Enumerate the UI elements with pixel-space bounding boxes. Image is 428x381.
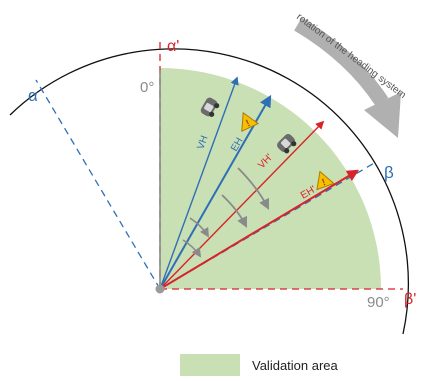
warning-icon: !	[316, 170, 335, 191]
svg-text:!: !	[244, 118, 252, 129]
eh-prime-vector	[159, 169, 360, 290]
eh-vector	[159, 94, 272, 290]
rotation-arc-inner-2	[182, 239, 202, 258]
alpha-prime-label: α'	[167, 38, 179, 55]
legend-label: Validation area	[252, 358, 339, 373]
car-icon	[200, 97, 220, 117]
vh-vector	[159, 76, 239, 290]
car-icon	[277, 134, 297, 154]
rotation-label: rotation of the heading system	[294, 12, 408, 101]
rotation-arc-inner-1	[189, 217, 209, 238]
zero-degree-label: 0°	[140, 79, 154, 96]
origin-point	[155, 284, 165, 294]
rotation-direction-arrow	[294, 17, 401, 138]
vh-prime-vector	[159, 120, 325, 290]
warning-icon: !	[241, 111, 260, 132]
beta-label: β	[384, 163, 394, 182]
beta-prime-label: β'	[404, 291, 416, 308]
rotation-arc-outer	[237, 167, 269, 210]
validation-area	[160, 68, 381, 289]
alpha-axis	[35, 79, 161, 290]
rotation-arc-middle	[221, 194, 247, 228]
alpha-label: α	[28, 86, 38, 105]
svg-text:!: !	[320, 177, 327, 188]
legend-swatch	[180, 354, 240, 376]
heading-arc	[9, 48, 410, 335]
ninety-degree-label: 90°	[367, 294, 390, 311]
vh-label: VH	[195, 134, 210, 151]
